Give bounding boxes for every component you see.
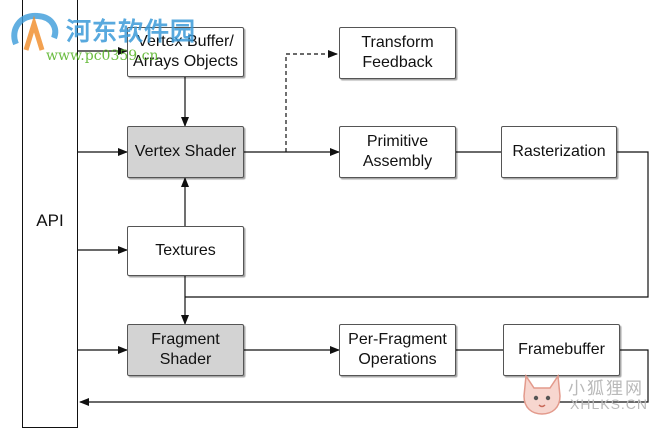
arrow-framebuffer-to-api <box>79 349 649 406</box>
watermark-xhlks: 小狐狸网 XHLKS.CN <box>520 370 660 420</box>
transform-feedback-box: Transform Feedback <box>339 27 456 79</box>
rasterization-box: Rasterization <box>501 126 617 178</box>
vertex-buffer-box: Vertex Buffer/ Arrays Objects <box>127 27 244 77</box>
primitive-assembly-box: Primitive Assembly <box>339 126 456 178</box>
per-fragment-operations-box: Per-Fragment Operations <box>339 324 456 376</box>
watermark-en-text: XHLKS.CN <box>570 396 649 412</box>
fragment-shader-box: Fragment Shader <box>127 324 244 376</box>
watermark-hedong: 河东软件园 www.pc0359.cn <box>6 8 256 68</box>
watermark-cn-text: 小狐狸网 <box>568 379 644 398</box>
hedong-logo-icon <box>11 12 59 51</box>
watermark-brand-text: 河东软件园 <box>66 17 197 46</box>
arrow-dashed-to-transform-feedback <box>285 50 338 152</box>
api-bar: API <box>22 0 78 428</box>
textures-box: Textures <box>127 226 244 276</box>
api-label: API <box>36 211 64 230</box>
fox-logo-icon <box>523 373 561 415</box>
line-rasterization-loop <box>185 151 649 298</box>
vertex-shader-box: Vertex Shader <box>127 126 244 178</box>
framebuffer-box: Framebuffer <box>503 324 620 376</box>
watermark-site-text: www.pc0359.cn <box>46 48 159 64</box>
